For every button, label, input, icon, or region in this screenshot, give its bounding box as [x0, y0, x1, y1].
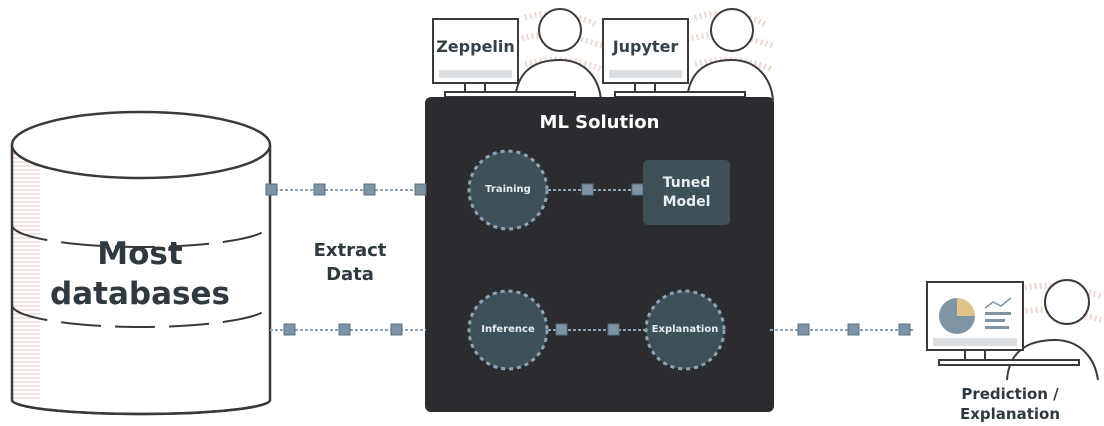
inference-label: Inference [481, 324, 535, 335]
zeppelin-label: Zeppelin [436, 37, 515, 56]
tuned-model-line2: Model [662, 193, 711, 210]
output-label-line2: Explanation [959, 405, 1061, 423]
inference-node [467, 289, 549, 371]
connector-square [581, 183, 594, 196]
connector-square [847, 323, 860, 336]
database-label-line1: Most [97, 236, 183, 272]
connector-square [363, 183, 376, 196]
database-label-line2: databases [50, 276, 230, 312]
database-cylinder-icon [10, 110, 272, 416]
connector-square [313, 183, 326, 196]
connector-square [797, 323, 810, 336]
connector-square [265, 183, 278, 196]
explanation-node [644, 289, 726, 371]
chart-monitor-icon [926, 279, 1102, 380]
training-node [467, 149, 549, 231]
jupyter-label: Jupyter [612, 37, 679, 56]
connector-square [338, 323, 351, 336]
panel-title: ML Solution [539, 112, 660, 133]
tuned-model-box: Tuned Model [643, 160, 730, 225]
connector-square [631, 183, 644, 196]
explanation-label: Explanation [651, 324, 719, 335]
connector-square [898, 323, 911, 336]
training-label: Training [485, 184, 531, 195]
connector-square [607, 323, 620, 336]
connector-square [414, 183, 427, 196]
connector-square [283, 323, 296, 336]
output-label-line1: Prediction / [961, 385, 1059, 403]
user-computer-icon [602, 8, 775, 100]
extract-label-line1: Extract [313, 240, 387, 261]
connector-square [390, 323, 403, 336]
extract-label-line2: Data [326, 264, 374, 285]
tuned-model-line1: Tuned [662, 174, 711, 191]
connector-square [555, 323, 568, 336]
